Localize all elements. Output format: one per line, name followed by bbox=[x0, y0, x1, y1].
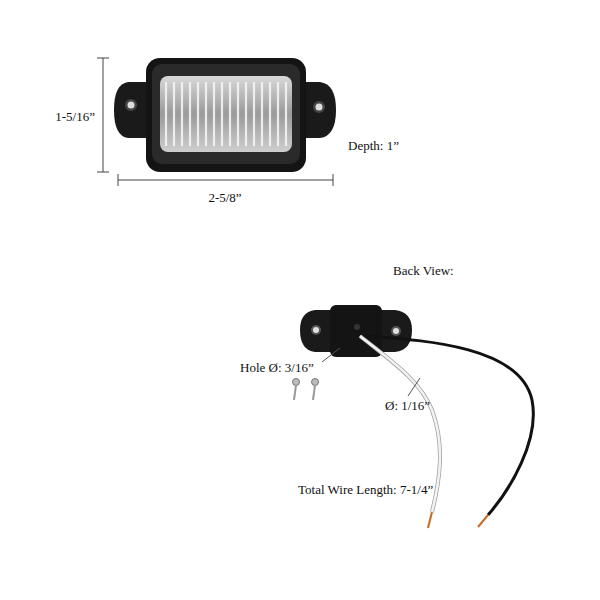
dimension-label: Hole Ø: 3/16” bbox=[240, 360, 314, 376]
wires bbox=[360, 336, 533, 528]
back-view bbox=[300, 305, 412, 357]
label-holder: 1-5/16” bbox=[55, 109, 95, 125]
dimension-label: 1-5/16” bbox=[55, 109, 95, 125]
label-holder: 2-5/8” bbox=[208, 190, 241, 206]
dimension-label: Depth: 1” bbox=[348, 138, 399, 154]
dimension-label: Back View: bbox=[393, 263, 454, 279]
screws bbox=[293, 379, 319, 401]
dimension-label: Ø: 1/16” bbox=[385, 398, 430, 414]
label-holder: Total Wire Length: 7-1/4” bbox=[298, 482, 433, 498]
dimension-label: 2-5/8” bbox=[208, 190, 241, 206]
leader-lines bbox=[322, 348, 420, 396]
front-view bbox=[114, 58, 336, 172]
label-holder: Ø: 1/16” bbox=[385, 398, 430, 414]
dimension-lines bbox=[97, 58, 333, 186]
label-holder: Hole Ø: 3/16” bbox=[240, 360, 314, 376]
label-holder: Depth: 1” bbox=[348, 138, 399, 154]
label-holder: Back View: bbox=[393, 263, 454, 279]
dimension-label: Total Wire Length: 7-1/4” bbox=[298, 482, 433, 498]
